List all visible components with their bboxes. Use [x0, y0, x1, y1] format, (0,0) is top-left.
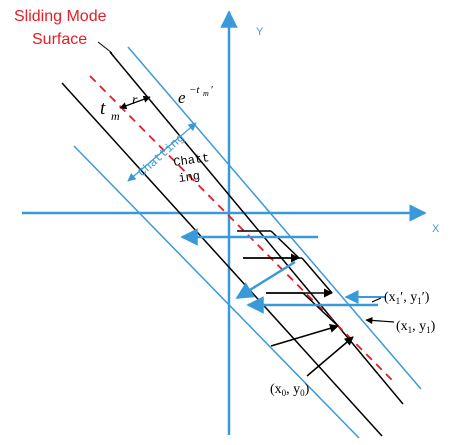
- black-boundary-upper: [109, 51, 404, 405]
- svg-text:m: m: [203, 89, 209, 98]
- svg-text:(x1, y1): (x1, y1): [396, 319, 436, 335]
- point-x1y1-label: (x1, y1): [396, 319, 436, 335]
- arrow-from-x0y0: [306, 336, 354, 377]
- point-x1y1-prime-label: (x1′, y1′): [384, 290, 430, 306]
- exp-label: e −t m ′: [178, 84, 213, 107]
- arrow-to-x1y1-prime: [371, 297, 382, 303]
- svg-text:−t: −t: [189, 84, 200, 96]
- x-axis-label: X: [432, 223, 440, 235]
- svg-text:(x1′, y1′): (x1′, y1′): [384, 290, 430, 306]
- arrow-to-x1y1: [365, 316, 395, 325]
- y-axis-label: Y: [256, 26, 264, 38]
- title-line-2: Surface: [32, 31, 87, 48]
- chattering-width-arrow: [127, 122, 197, 182]
- chattering-trajectory: [237, 230, 339, 347]
- svg-text:m: m: [111, 109, 120, 123]
- r-label: r: [132, 93, 138, 108]
- title-line-1: Sliding Mode: [14, 8, 107, 25]
- svg-text:(x0, y0): (x0, y0): [270, 382, 310, 398]
- chattering-label-line-2: ing: [178, 169, 201, 186]
- sliding-surface-line: [89, 75, 393, 381]
- svg-text:′: ′: [211, 84, 213, 96]
- blue-boundary-upper: [127, 46, 422, 390]
- tm-measure-arrow: [119, 95, 151, 110]
- blue-boundary-lower: [73, 145, 360, 439]
- black-boundary-lower: [61, 82, 383, 437]
- tm-label: t m: [100, 98, 120, 123]
- chattering-label-line-1: Chatt: [173, 151, 211, 170]
- title-pointer: [97, 41, 113, 54]
- svg-text:e: e: [178, 88, 186, 107]
- svg-text:t: t: [100, 98, 106, 119]
- blue-arrow-middle: [235, 260, 296, 300]
- point-x0y0-label: (x0, y0): [270, 382, 310, 398]
